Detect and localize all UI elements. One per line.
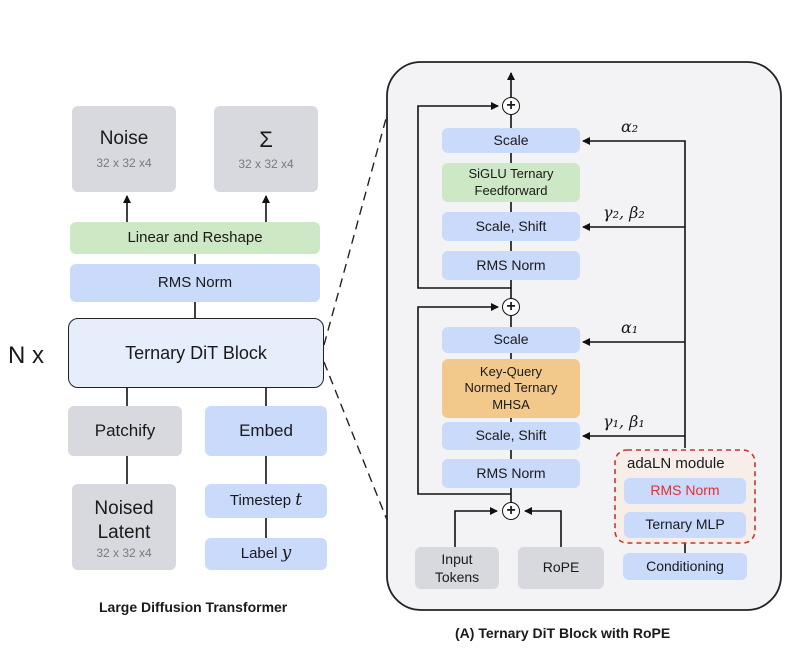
scale-shift-top-box: Scale, Shift	[442, 212, 580, 241]
noise-output-box: Noise 32 x 32 x4	[72, 106, 176, 192]
alpha2-label: α₂	[621, 117, 639, 136]
left-caption: Large Diffusion Transformer	[99, 599, 288, 615]
noised-latent-line1: Noised	[94, 497, 154, 519]
mhsa-box: Key-Query Normed Ternary MHSA	[442, 359, 580, 418]
scale-mid-box: Scale	[442, 327, 580, 353]
input-tokens-box: Input Tokens	[415, 547, 499, 589]
embed-box: Embed	[205, 406, 327, 456]
rope-add-icon: +	[502, 502, 520, 520]
linear-reshape-box: Linear and Reshape	[70, 222, 320, 254]
gamma1-beta1-label: γ₁, β₁	[603, 412, 645, 431]
mhsa-line3: MHSA	[492, 396, 530, 412]
label-box: Label y	[205, 538, 327, 570]
input-tokens-line1: Input	[441, 550, 473, 567]
rope-box: RoPE	[518, 547, 604, 589]
scale-top-box: Scale	[442, 128, 580, 153]
conditioning-box: Conditioning	[623, 553, 747, 580]
siglu-line2: Feedforward	[474, 182, 548, 198]
timestep-label: Timestep	[229, 491, 292, 509]
label-symbol: y	[281, 543, 292, 564]
input-tokens-line2: Tokens	[434, 569, 480, 585]
adaln-rms-norm-box: RMS Norm	[624, 478, 746, 504]
zoom-line-bottom	[323, 361, 388, 521]
residual-add-mid-icon: +	[502, 298, 520, 316]
ternary-mlp-box: Ternary MLP	[624, 512, 746, 538]
rms-norm-box: RMS Norm	[70, 264, 320, 302]
noised-latent-box: Noised Latent 32 x 32 x4	[72, 484, 176, 570]
timestep-box: Timestep t	[205, 484, 327, 518]
siglu-feedforward-box: SiGLU Ternary Feedforward	[442, 163, 580, 202]
patchify-box: Patchify	[68, 406, 182, 456]
siglu-line1: SiGLU Ternary	[468, 166, 554, 182]
sigma-dim: 32 x 32 x4	[238, 157, 294, 172]
rms-norm-top-box: RMS Norm	[442, 251, 580, 280]
mhsa-line2: Normed Ternary	[464, 380, 558, 396]
noised-latent-line2: Latent	[97, 521, 151, 543]
sigma-output-box: Σ 32 x 32 x4	[214, 106, 318, 192]
sigma-label: Σ	[259, 126, 273, 152]
zoom-line-top	[323, 114, 388, 346]
ternary-dit-block-box: Ternary DiT Block	[68, 318, 324, 388]
scale-shift-bottom-box: Scale, Shift	[442, 422, 580, 450]
rms-norm-bottom-box: RMS Norm	[442, 459, 580, 488]
noise-label: Noise	[99, 127, 149, 149]
noised-latent-dim: 32 x 32 x4	[96, 546, 152, 561]
mhsa-line1: Key-Query	[479, 364, 543, 380]
residual-add-top-icon: +	[502, 97, 520, 115]
alpha1-label: α₁	[621, 318, 639, 337]
repeat-label: N x	[8, 342, 44, 369]
label-label: Label	[240, 544, 278, 562]
timestep-symbol: t	[295, 490, 303, 511]
right-caption: (A) Ternary DiT Block with RoPE	[455, 625, 671, 641]
adaln-title: adaLN module	[627, 455, 725, 472]
gamma2-beta2-label: γ₂, β₂	[603, 203, 645, 222]
noise-dim: 32 x 32 x4	[96, 156, 152, 171]
